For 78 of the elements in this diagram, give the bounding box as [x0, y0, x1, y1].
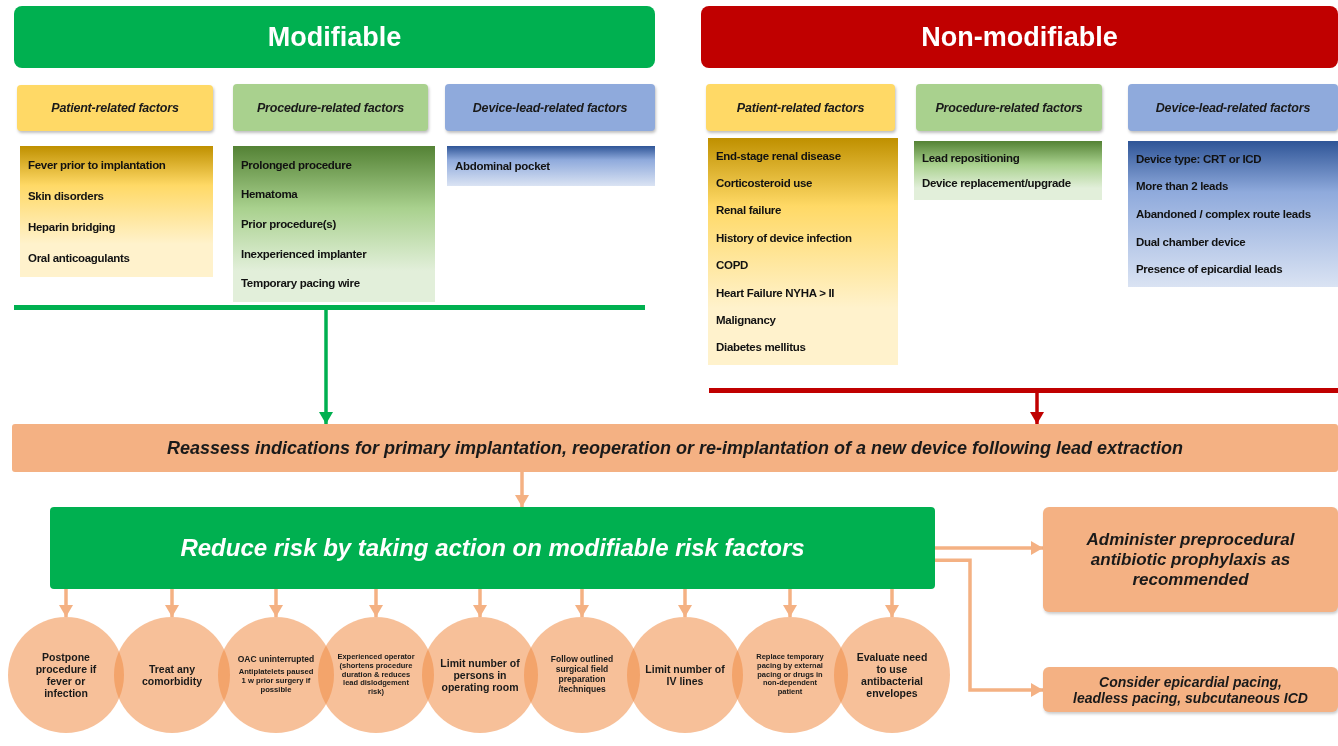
arrow: [515, 472, 529, 507]
factor-item: Fever prior to implantation: [28, 159, 167, 172]
factor-item: Abandoned / complex route leads: [1136, 208, 1312, 220]
action-bar: [12, 424, 1338, 472]
factor-item: Oral anticoagulants: [28, 251, 131, 264]
arrow: [678, 589, 692, 617]
factor-item: Heart Failure NYHA > II: [716, 286, 836, 299]
factor-item: Heparin bridging: [28, 220, 117, 233]
factor-item: Presence of epicardial leads: [1136, 263, 1284, 276]
category-header: [1128, 84, 1338, 131]
category-header: [233, 84, 428, 131]
factor-item: Prior procedure(s): [241, 218, 337, 230]
action-text: Postpone procedure if fever or infection: [34, 650, 98, 700]
header-title: Non-modifiable: [921, 21, 1118, 53]
arrow: [575, 589, 589, 617]
action-text: Consider epicardial pacing, leadless pacing, subcutaneous ICD: [1073, 673, 1308, 706]
arrow: [935, 558, 1043, 697]
category-title: Device-lead-related factors: [1155, 100, 1311, 115]
category-title: Device-lead-related factors: [472, 100, 628, 115]
factor-item: Diabetes mellitus: [716, 341, 807, 354]
category-header: [916, 84, 1102, 131]
factor-list-panel: [20, 146, 213, 277]
action-text: Evaluate need to use antibacterial envelopes: [855, 650, 929, 700]
factor-item: Device replacement/upgrade: [922, 177, 1072, 190]
category-header: [706, 84, 895, 131]
header-band: [14, 6, 655, 68]
action-text: Limit number of persons in operating room: [440, 656, 520, 694]
arrow: [473, 589, 487, 617]
header-title: Modifiable: [267, 21, 402, 53]
action-text: Reduce risk by taking action on modifiable risk factors: [180, 534, 805, 562]
action-box: [1043, 507, 1338, 612]
category-header: [445, 84, 655, 131]
factor-item: Device type: CRT or ICD: [1136, 152, 1263, 165]
factor-item: Prolonged procedure: [241, 158, 353, 171]
factor-list-panel: [708, 138, 898, 365]
action-box: [1043, 667, 1338, 712]
factor-item: Skin disorders: [28, 190, 105, 203]
factor-item: COPD: [716, 259, 750, 272]
factor-item: End-stage renal disease: [716, 149, 842, 162]
arrow: [269, 589, 283, 617]
action-text: OAC uninterrupted: [237, 655, 315, 666]
action-text: Follow outlined surgical field preparation /techniques: [549, 655, 615, 695]
factor-item: Abdominal pocket: [455, 160, 551, 172]
factor-list-panel: [1128, 141, 1338, 287]
factor-item: Malignancy: [716, 313, 777, 326]
factor-item: Lead repositioning: [922, 151, 1021, 164]
factor-item: Inexperienced implanter: [241, 247, 368, 260]
arrow: [935, 541, 1043, 555]
category-title: Procedure-related factors: [256, 100, 405, 115]
header-band: [701, 6, 1338, 68]
factor-item: Renal failure: [716, 204, 783, 217]
arrow: [319, 310, 333, 424]
arrow: [369, 589, 383, 617]
arrow: [1030, 393, 1044, 424]
action-bar: [50, 507, 935, 589]
category-title: Procedure-related factors: [935, 100, 1083, 115]
category-title: Patient-related factors: [51, 101, 179, 115]
factor-item: History of device infection: [716, 231, 853, 244]
action-text: Treat any comorbidity: [140, 662, 204, 688]
action-text: Administer preprocedural antibiotic prophylaxis as recommended: [1085, 529, 1296, 590]
arrow: [59, 589, 73, 617]
factor-list-panel: [914, 141, 1102, 200]
category-header: [17, 85, 213, 131]
action-text: Reassess indications for primary implantation, reoperation or re-implantation of a new device following lead extraction: [166, 437, 1184, 459]
arrow: [885, 589, 899, 617]
factor-item: Temporary pacing wire: [241, 277, 361, 290]
category-title: Patient-related factors: [736, 100, 865, 115]
factor-list-panel: [233, 146, 435, 302]
factor-list-panel: [447, 146, 655, 186]
factor-item: More than 2 leads: [1136, 180, 1230, 193]
divider-bar: [14, 305, 645, 310]
factor-item: Hematoma: [241, 188, 299, 201]
divider-bar: [709, 388, 1338, 393]
factor-item: Dual chamber device: [1136, 235, 1247, 248]
arrow: [165, 589, 179, 617]
factor-item: Corticosteroid use: [716, 177, 814, 190]
action-text: Limit number of IV lines: [645, 662, 725, 688]
arrow: [783, 589, 797, 617]
